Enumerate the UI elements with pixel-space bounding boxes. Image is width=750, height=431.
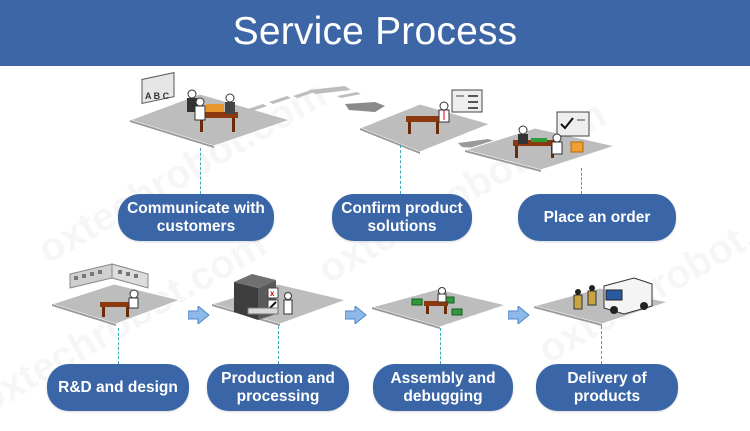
- header-banner: Service Process: [0, 0, 750, 66]
- step-rd-and-design[interactable]: R&D and design: [47, 364, 189, 411]
- order-signing-icon: [463, 111, 617, 172]
- step-place-an-order[interactable]: Place an order: [518, 194, 676, 241]
- design-office-icon: [50, 263, 182, 326]
- step-assembly-and-debugging[interactable]: Assembly and debugging: [373, 364, 513, 411]
- svg-text:A B C: A B C: [145, 91, 170, 101]
- connector-line: [118, 328, 119, 364]
- connector-line: [581, 168, 582, 194]
- assembly-icon: [370, 287, 508, 329]
- path-arrow-icon: [245, 86, 385, 112]
- connector-line: [440, 328, 441, 364]
- step-production-and-processing[interactable]: Production and processing: [207, 364, 349, 411]
- connector-line: [601, 326, 602, 364]
- step-confirm-product-solutions[interactable]: Confirm product solutions: [332, 194, 472, 241]
- meeting-icon: A B C: [128, 72, 292, 148]
- step-communicate-with-customers[interactable]: Communicate with customers: [118, 194, 274, 241]
- production-machine-icon: x: [210, 274, 348, 326]
- right-arrow-icon: [345, 306, 367, 324]
- right-arrow-icon: [508, 306, 530, 324]
- right-arrow-icon: [188, 306, 210, 324]
- connector-line: [200, 148, 201, 194]
- connector-line: [400, 145, 401, 194]
- page-title: Service Process: [232, 10, 518, 53]
- desk-checklist-icon: [358, 89, 492, 154]
- svg-text:x: x: [270, 289, 275, 298]
- step-delivery-of-products[interactable]: Delivery of products: [536, 364, 678, 411]
- connector-line: [278, 326, 279, 364]
- delivery-van-icon: [532, 277, 670, 326]
